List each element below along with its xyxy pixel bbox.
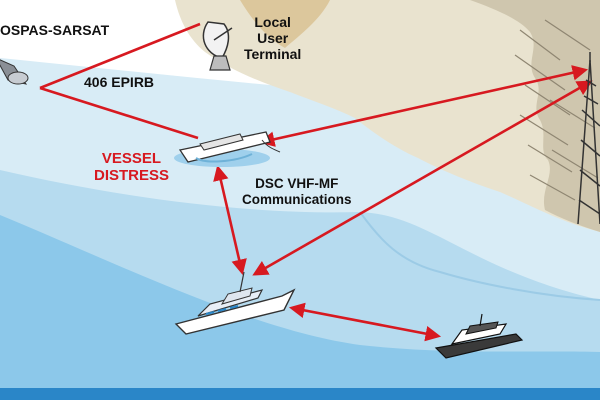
terminal-label-line-1: Local — [254, 14, 291, 30]
link-distress-to-rescue — [213, 164, 247, 276]
distress-label-line-2: DISTRESS — [94, 167, 170, 184]
link-satellite-to-terminal — [39, 22, 201, 90]
link-rescue-to-tower — [252, 80, 593, 276]
land-ridge — [240, 0, 330, 48]
link-satellite-to-distress-vessel — [39, 86, 199, 140]
communication-links — [39, 22, 593, 342]
rescue-ship-icon — [174, 271, 296, 335]
radio-tower-icon — [577, 52, 600, 225]
sinking-ship-icon — [174, 131, 281, 167]
motor-yacht-icon — [434, 313, 524, 359]
terminal-label-line-2: User — [257, 30, 289, 46]
distress-label: VESSEL DISTRESS — [94, 150, 169, 184]
comms-label-line-1: DSC VHF-MF — [255, 176, 339, 191]
satellite-dish-icon — [202, 21, 233, 71]
bottom-band — [0, 388, 600, 400]
comms-label-line-2: Communications — [242, 192, 352, 207]
satellite-icon — [0, 59, 29, 85]
beacon-label: 406 EPIRB — [84, 74, 155, 90]
comms-label: DSC VHF-MF Communications — [242, 176, 352, 208]
satellite-system-label: OSPAS-SARSAT — [0, 22, 110, 38]
link-rescue-to-yacht — [288, 302, 442, 342]
distress-label-line-1: VESSEL — [101, 150, 162, 167]
terminal-label: Local User Terminal — [244, 14, 301, 62]
terminal-label-line-3: Terminal — [244, 46, 302, 62]
